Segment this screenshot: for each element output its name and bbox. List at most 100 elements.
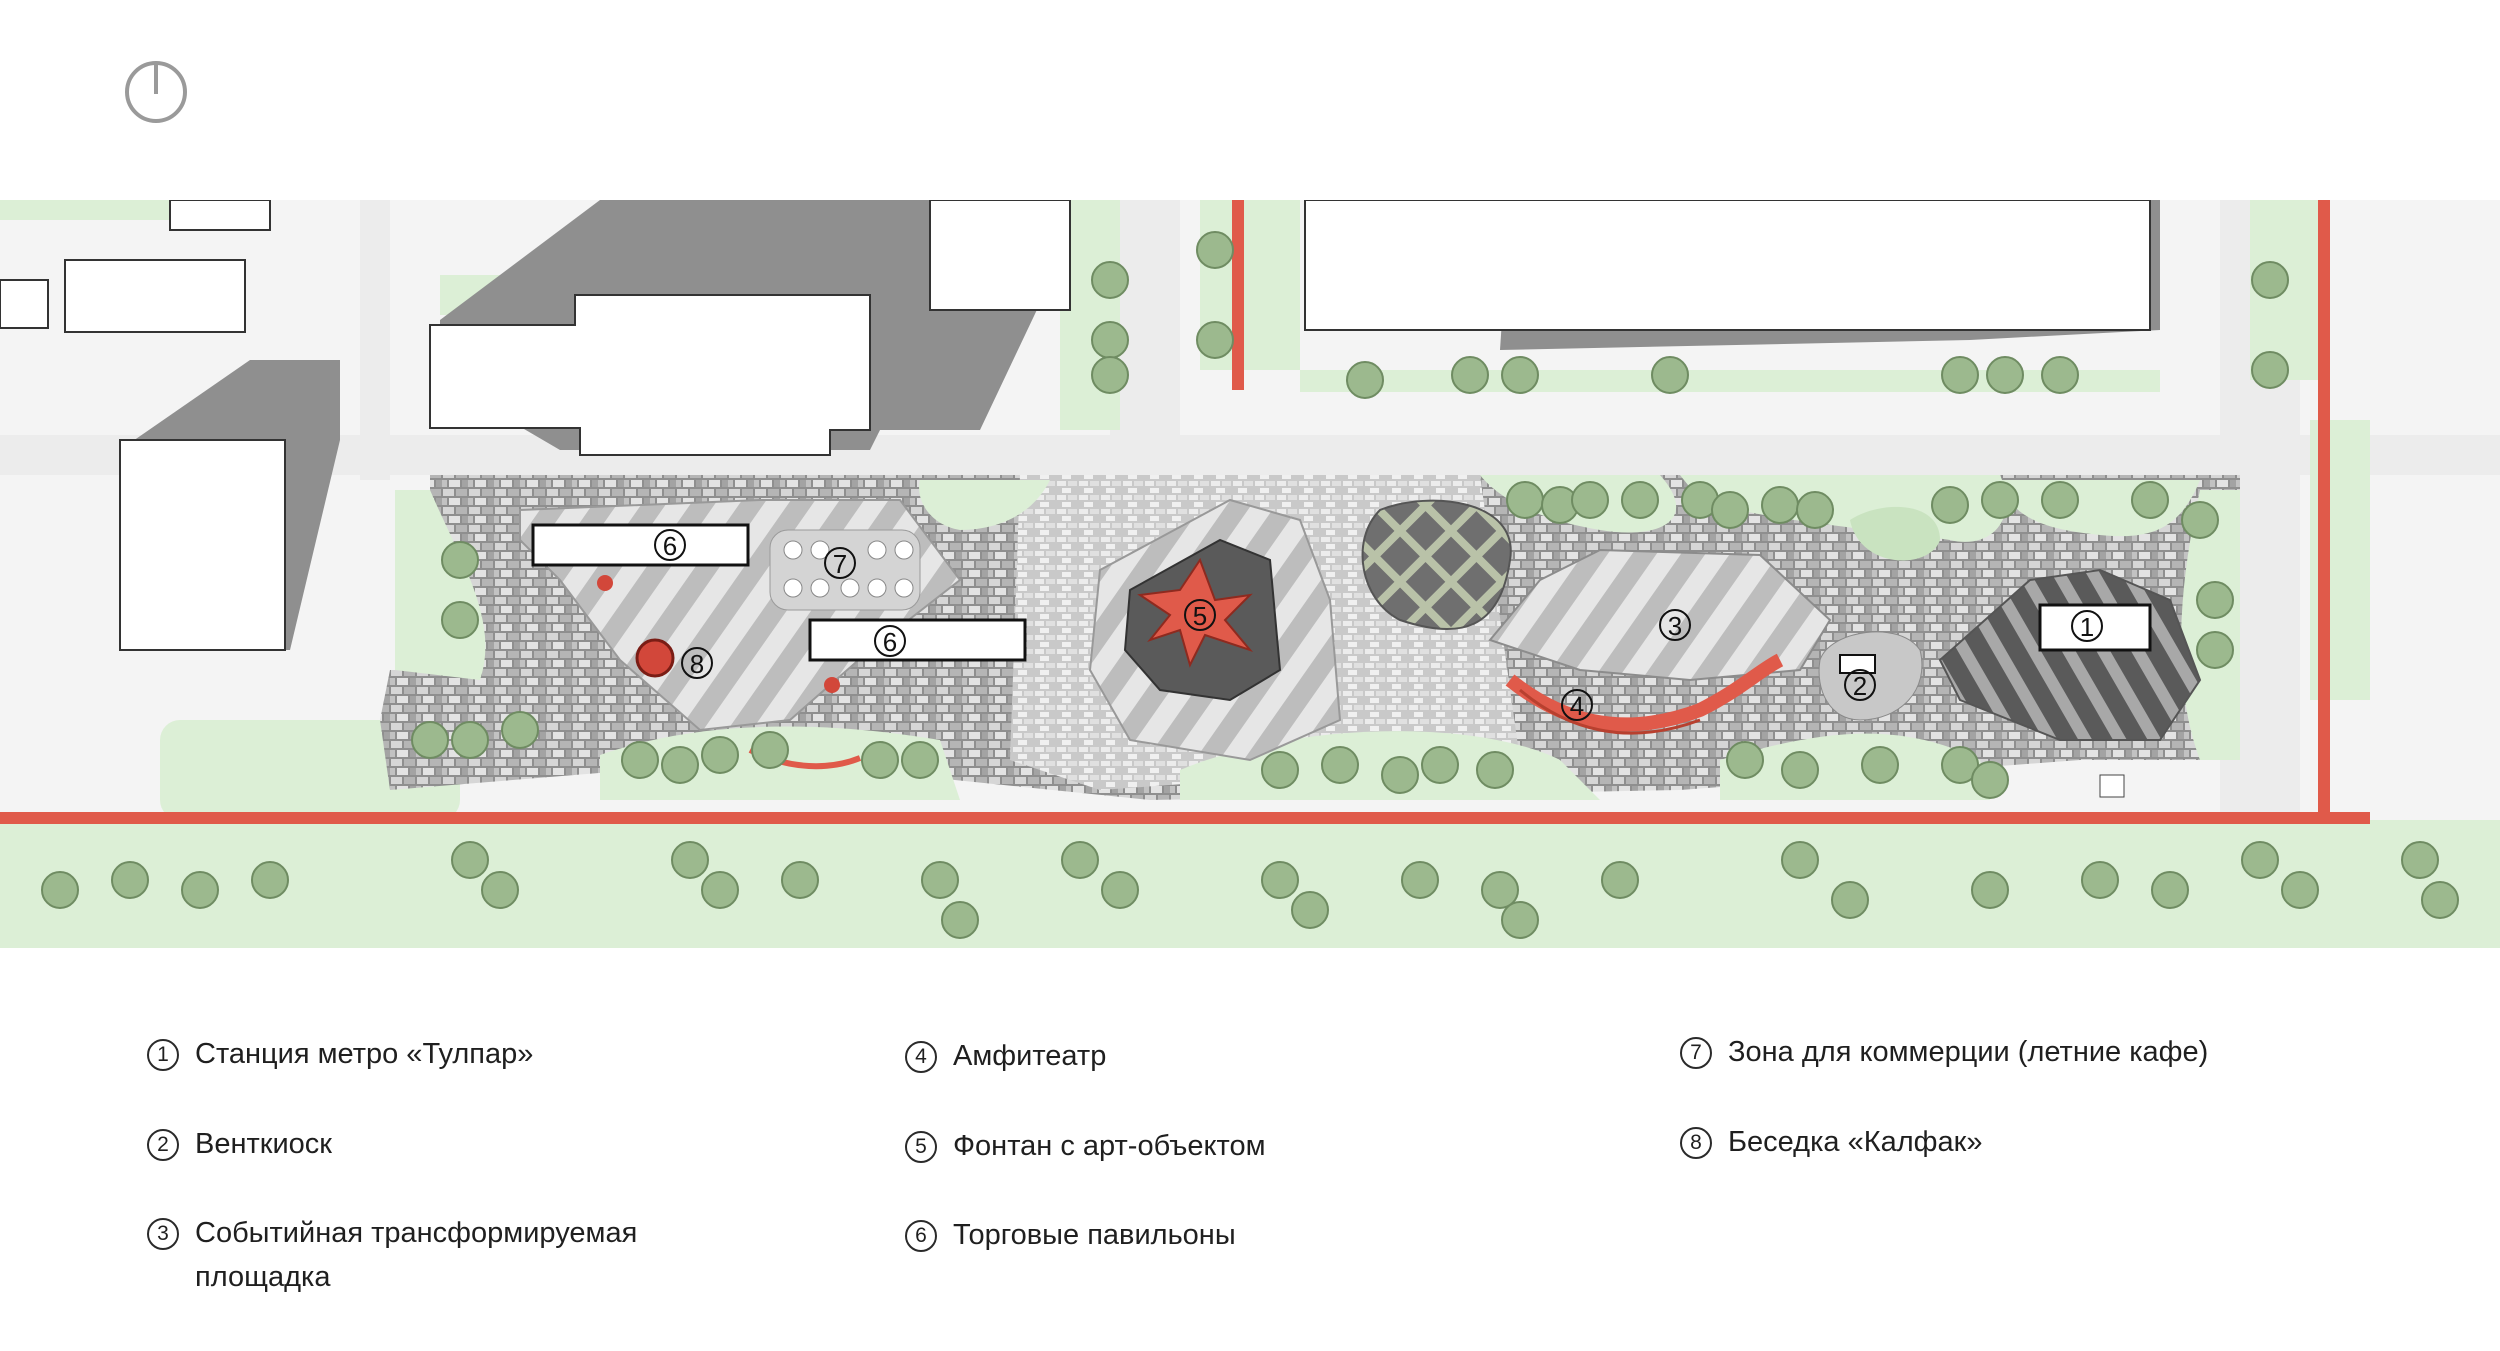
tree	[1971, 871, 2009, 909]
trees	[41, 231, 2459, 939]
legend-label: Фонтан с арт-объектом	[953, 1130, 1266, 1162]
svg-text:1: 1	[2080, 612, 2094, 642]
tree	[2196, 581, 2234, 619]
marker-6b: 6	[874, 625, 906, 657]
tree	[701, 736, 739, 774]
svg-text:2: 2	[1853, 671, 1867, 701]
tree	[2041, 356, 2079, 394]
tree	[1726, 741, 1764, 779]
marker-1: 1	[2071, 610, 2103, 642]
tree	[441, 541, 479, 579]
tree	[2281, 871, 2319, 909]
tree	[2196, 631, 2234, 669]
legend-label: Событийная трансформируемая площадка	[195, 1217, 638, 1293]
tree	[1291, 891, 1329, 929]
buildings	[0, 200, 2151, 651]
legend-label: Венткиоск	[195, 1128, 332, 1160]
red-path-horizontal	[0, 812, 2370, 824]
tree	[1061, 841, 1099, 879]
tree	[1196, 321, 1234, 359]
legend-item-2: 2 Венткиоск	[147, 1126, 332, 1166]
tree	[621, 741, 659, 779]
marker-5: 5	[1184, 599, 1216, 631]
tree	[1091, 356, 1129, 394]
legend-number: 1	[147, 1039, 179, 1071]
tree	[1941, 746, 1979, 784]
tree	[1571, 481, 1609, 519]
svg-text:8: 8	[690, 649, 704, 679]
gazebo-8	[635, 638, 675, 678]
site-plan-map: 6 7 6 8 5 3 4 2 1	[0, 200, 2500, 948]
svg-text:6: 6	[663, 531, 677, 561]
tree	[501, 711, 539, 749]
cafe-tables	[783, 540, 914, 598]
tree	[1101, 871, 1139, 909]
svg-text:7: 7	[833, 549, 847, 579]
legend-label: Торговые павильоны	[953, 1219, 1236, 1251]
legend-item-4: 4 Амфитеатр	[905, 1038, 1106, 1078]
legend-label: Зона для коммерции (летние кафе)	[1728, 1036, 2209, 1068]
tree	[451, 721, 489, 759]
tree	[1481, 871, 1519, 909]
red-path-vertical-right	[2318, 200, 2330, 824]
tree	[781, 861, 819, 899]
tree	[1711, 491, 1749, 529]
tree	[1346, 361, 1384, 399]
art-object	[1137, 557, 1254, 668]
tree	[751, 731, 789, 769]
legend-item-8: 8 Беседка «Калфак»	[1680, 1124, 1982, 1164]
svg-text:3: 3	[1668, 611, 1682, 641]
legend-item-5: 5 Фонтан с арт-объектом	[905, 1128, 1266, 1168]
tree	[441, 601, 479, 639]
red-element-a	[597, 575, 613, 591]
tree	[1501, 901, 1539, 939]
tree	[1931, 486, 1969, 524]
tree	[2081, 861, 2119, 899]
tree	[2131, 481, 2169, 519]
tree	[481, 871, 519, 909]
tree	[2421, 881, 2459, 919]
legend-number: 2	[147, 1129, 179, 1161]
tree	[701, 871, 739, 909]
amphitheatre-4	[1505, 653, 1784, 732]
tree	[1451, 356, 1489, 394]
marker-4: 4	[1561, 689, 1593, 721]
tree	[1861, 746, 1899, 784]
vent-kiosk-area	[1818, 631, 1923, 721]
svg-text:6: 6	[883, 627, 897, 657]
tree	[1971, 761, 2009, 799]
pavilion-6a	[531, 523, 750, 567]
marker-2: 2	[1844, 669, 1876, 701]
tree	[2401, 841, 2439, 879]
legend-label: Амфитеатр	[953, 1040, 1107, 1072]
marker-3: 3	[1659, 609, 1691, 641]
legend-label: Беседка «Калфак»	[1728, 1126, 1983, 1158]
tree	[2251, 351, 2289, 389]
legend-number: 4	[905, 1041, 937, 1073]
tree	[2181, 501, 2219, 539]
legend-item-7: 7 Зона для коммерции (летние кафе)	[1680, 1034, 2208, 1074]
tree	[411, 721, 449, 759]
tree	[1831, 881, 1869, 919]
marker-7: 7	[824, 547, 856, 579]
tree	[861, 741, 899, 779]
legend-number: 3	[147, 1218, 179, 1250]
tree	[1781, 751, 1819, 789]
tree	[251, 861, 289, 899]
tree	[111, 861, 149, 899]
tree	[1401, 861, 1439, 899]
tree	[921, 861, 959, 899]
map-markers: 6 7 6 8 5 3 4 2 1	[654, 529, 2103, 721]
tree	[1941, 356, 1979, 394]
tree	[1601, 861, 1639, 899]
tree	[1381, 756, 1419, 794]
tree	[41, 871, 79, 909]
svg-text:5: 5	[1193, 601, 1207, 631]
tree	[2041, 481, 2079, 519]
pavilion-6b	[808, 618, 1027, 662]
tree	[1506, 481, 1544, 519]
tree	[1986, 356, 2024, 394]
tree	[901, 741, 939, 779]
tree	[1981, 481, 2019, 519]
svg-text:4: 4	[1570, 691, 1584, 721]
